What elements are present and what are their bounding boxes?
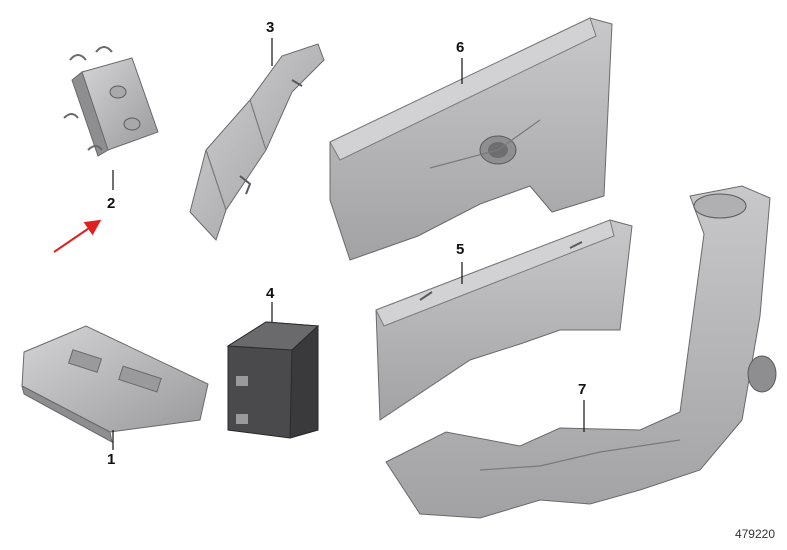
highlight-arrow-icon — [53, 219, 102, 253]
diagram-number: 479220 — [734, 527, 775, 541]
part-2-bracket — [63, 46, 159, 157]
part-3-channel — [189, 43, 325, 241]
callout-4: 4 — [266, 285, 275, 302]
callout-5: 5 — [456, 241, 465, 258]
callout-3: 3 — [266, 19, 275, 36]
callout-6: 6 — [456, 39, 465, 56]
callout-2: 2 — [107, 195, 116, 212]
part-5-panel — [375, 219, 633, 421]
part-7-duct — [385, 185, 777, 519]
part-4-block — [226, 321, 320, 439]
leader-lines — [112, 38, 585, 450]
part-1-bracket — [21, 325, 209, 443]
callout-1: 1 — [107, 451, 116, 468]
part-6-panel — [329, 17, 613, 261]
callout-7: 7 — [578, 381, 587, 398]
